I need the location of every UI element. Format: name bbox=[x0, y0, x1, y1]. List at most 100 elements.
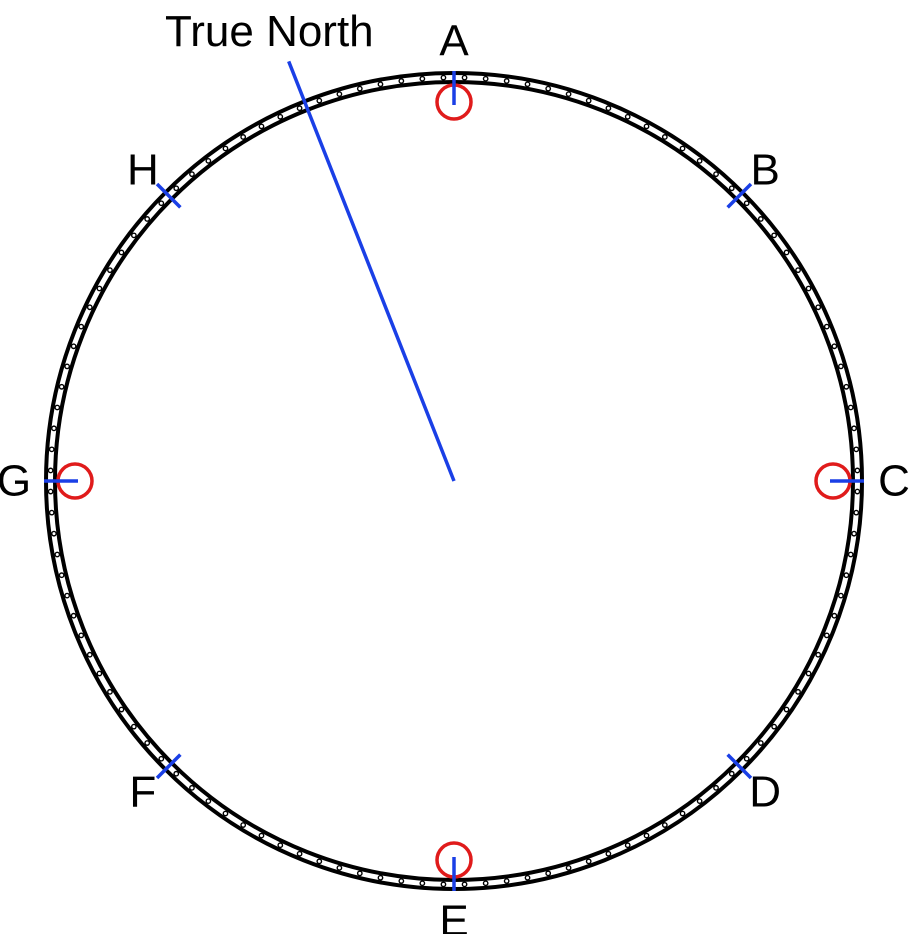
bolt-hole bbox=[64, 363, 71, 370]
bolt-hole bbox=[277, 113, 284, 120]
bolt-hole bbox=[851, 530, 857, 537]
bolt-hole bbox=[524, 81, 531, 88]
bolt-hole bbox=[643, 832, 650, 839]
bolt-hole bbox=[585, 858, 592, 865]
marker-tick bbox=[155, 753, 182, 780]
bolt-hole bbox=[70, 612, 77, 619]
bolt-hole bbox=[419, 880, 426, 887]
marker-b: B bbox=[726, 145, 780, 209]
bolt-hole bbox=[356, 85, 363, 92]
bolt-hole bbox=[51, 425, 57, 432]
marker-label: A bbox=[439, 17, 469, 66]
bolt-hole bbox=[158, 200, 165, 207]
bolt-hole bbox=[843, 572, 850, 579]
bolt-hole bbox=[831, 343, 838, 350]
bolt-hole bbox=[440, 881, 447, 888]
bolt-hole bbox=[78, 632, 85, 639]
bolt-hole bbox=[661, 822, 668, 828]
bolt-hole bbox=[837, 363, 844, 370]
bolt-hole bbox=[854, 467, 861, 474]
bolt-hole bbox=[277, 842, 284, 849]
true-north-indicator: True North bbox=[165, 7, 456, 482]
marker-label: C bbox=[878, 457, 910, 506]
true-north-label: True North bbox=[165, 7, 374, 56]
bolt-hole bbox=[258, 832, 265, 839]
bolt-hole bbox=[48, 446, 55, 453]
bolt-hole bbox=[189, 171, 195, 178]
bolt-hole bbox=[743, 200, 750, 207]
position-markers: A B C D E F G H bbox=[0, 17, 910, 934]
bolt-hole bbox=[805, 670, 812, 677]
bolt-hole bbox=[86, 304, 93, 311]
bolt-hole bbox=[771, 232, 778, 239]
marker-d: D bbox=[726, 753, 781, 817]
bolt-hole bbox=[795, 688, 801, 695]
marker-label: E bbox=[439, 897, 468, 934]
bolt-hole bbox=[624, 842, 631, 849]
bolt-hole bbox=[64, 592, 71, 599]
bolt-hole bbox=[524, 874, 531, 881]
bolt-hole bbox=[398, 78, 405, 84]
marker-c: C bbox=[814, 457, 910, 506]
bolt-hole bbox=[847, 551, 854, 558]
bolt-hole bbox=[805, 285, 812, 292]
bolt-hole bbox=[70, 343, 77, 350]
bolt-hole bbox=[158, 755, 165, 762]
bolt-hole bbox=[205, 798, 212, 805]
bolt-hole bbox=[624, 113, 631, 120]
bolt-hole bbox=[757, 740, 764, 746]
bolt-hole bbox=[771, 723, 778, 730]
bolt-hole bbox=[377, 874, 384, 881]
bolt-hole bbox=[823, 323, 830, 330]
bolt-hole bbox=[482, 880, 489, 887]
bolt-hole bbox=[843, 383, 850, 390]
marker-label: H bbox=[127, 145, 159, 194]
bolt-hole bbox=[130, 723, 137, 730]
bolt-hole bbox=[54, 551, 61, 558]
true-north-line bbox=[287, 60, 456, 482]
bolt-hole bbox=[461, 74, 468, 81]
bolt-hole bbox=[815, 304, 822, 311]
bolt-hole bbox=[58, 572, 65, 579]
bolt-hole bbox=[240, 822, 247, 828]
bolt-hole bbox=[440, 74, 447, 81]
bolt-hole bbox=[96, 670, 103, 677]
bolt-hole bbox=[336, 864, 343, 871]
bolt-hole bbox=[795, 267, 801, 274]
bolt-hole bbox=[853, 509, 860, 516]
bolt-hole bbox=[713, 784, 719, 791]
bolt-hole bbox=[47, 488, 54, 495]
bolt-hole bbox=[173, 770, 180, 777]
bolt-hole bbox=[713, 171, 719, 178]
marker-label: F bbox=[129, 768, 156, 817]
bolt-hole bbox=[398, 878, 405, 884]
bolt-hole bbox=[144, 216, 151, 222]
bolt-hole bbox=[783, 706, 790, 713]
bolt-hole bbox=[47, 467, 54, 474]
bolt-hole bbox=[585, 97, 592, 104]
bolt-hole bbox=[96, 285, 103, 292]
bolt-hole bbox=[48, 509, 55, 516]
bolt-hole bbox=[823, 632, 830, 639]
bolt-hole bbox=[222, 810, 229, 817]
marker-label: D bbox=[749, 768, 781, 817]
bolt-hole bbox=[605, 105, 612, 112]
bolt-hole bbox=[356, 870, 363, 877]
bolt-hole bbox=[144, 740, 151, 746]
bolt-hole bbox=[503, 878, 510, 884]
bolt-hole bbox=[837, 592, 844, 599]
bolt-hole bbox=[316, 97, 323, 104]
marker-f: F bbox=[129, 753, 182, 817]
bolt-hole bbox=[851, 425, 857, 432]
bolt-hole bbox=[696, 798, 703, 805]
marker-tick bbox=[726, 182, 753, 209]
marker-a: A bbox=[435, 17, 473, 121]
bolt-hole bbox=[854, 488, 861, 495]
bolt-hole bbox=[377, 81, 384, 88]
bolt-hole bbox=[51, 530, 57, 537]
bolt-hole bbox=[565, 864, 572, 871]
bolt-hole bbox=[118, 249, 125, 256]
marker-g: G bbox=[0, 457, 94, 506]
bolt-hole bbox=[54, 404, 61, 411]
bolt-hole bbox=[189, 784, 195, 791]
